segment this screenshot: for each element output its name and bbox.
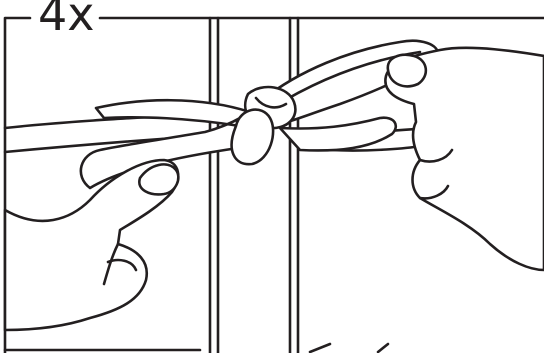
repeat-count-label: 4x — [36, 0, 97, 37]
right-tail — [278, 116, 397, 152]
left-bow-loop — [79, 98, 252, 190]
left-hand — [3, 158, 180, 332]
right-hand — [384, 46, 544, 272]
bow-knot — [230, 85, 297, 166]
